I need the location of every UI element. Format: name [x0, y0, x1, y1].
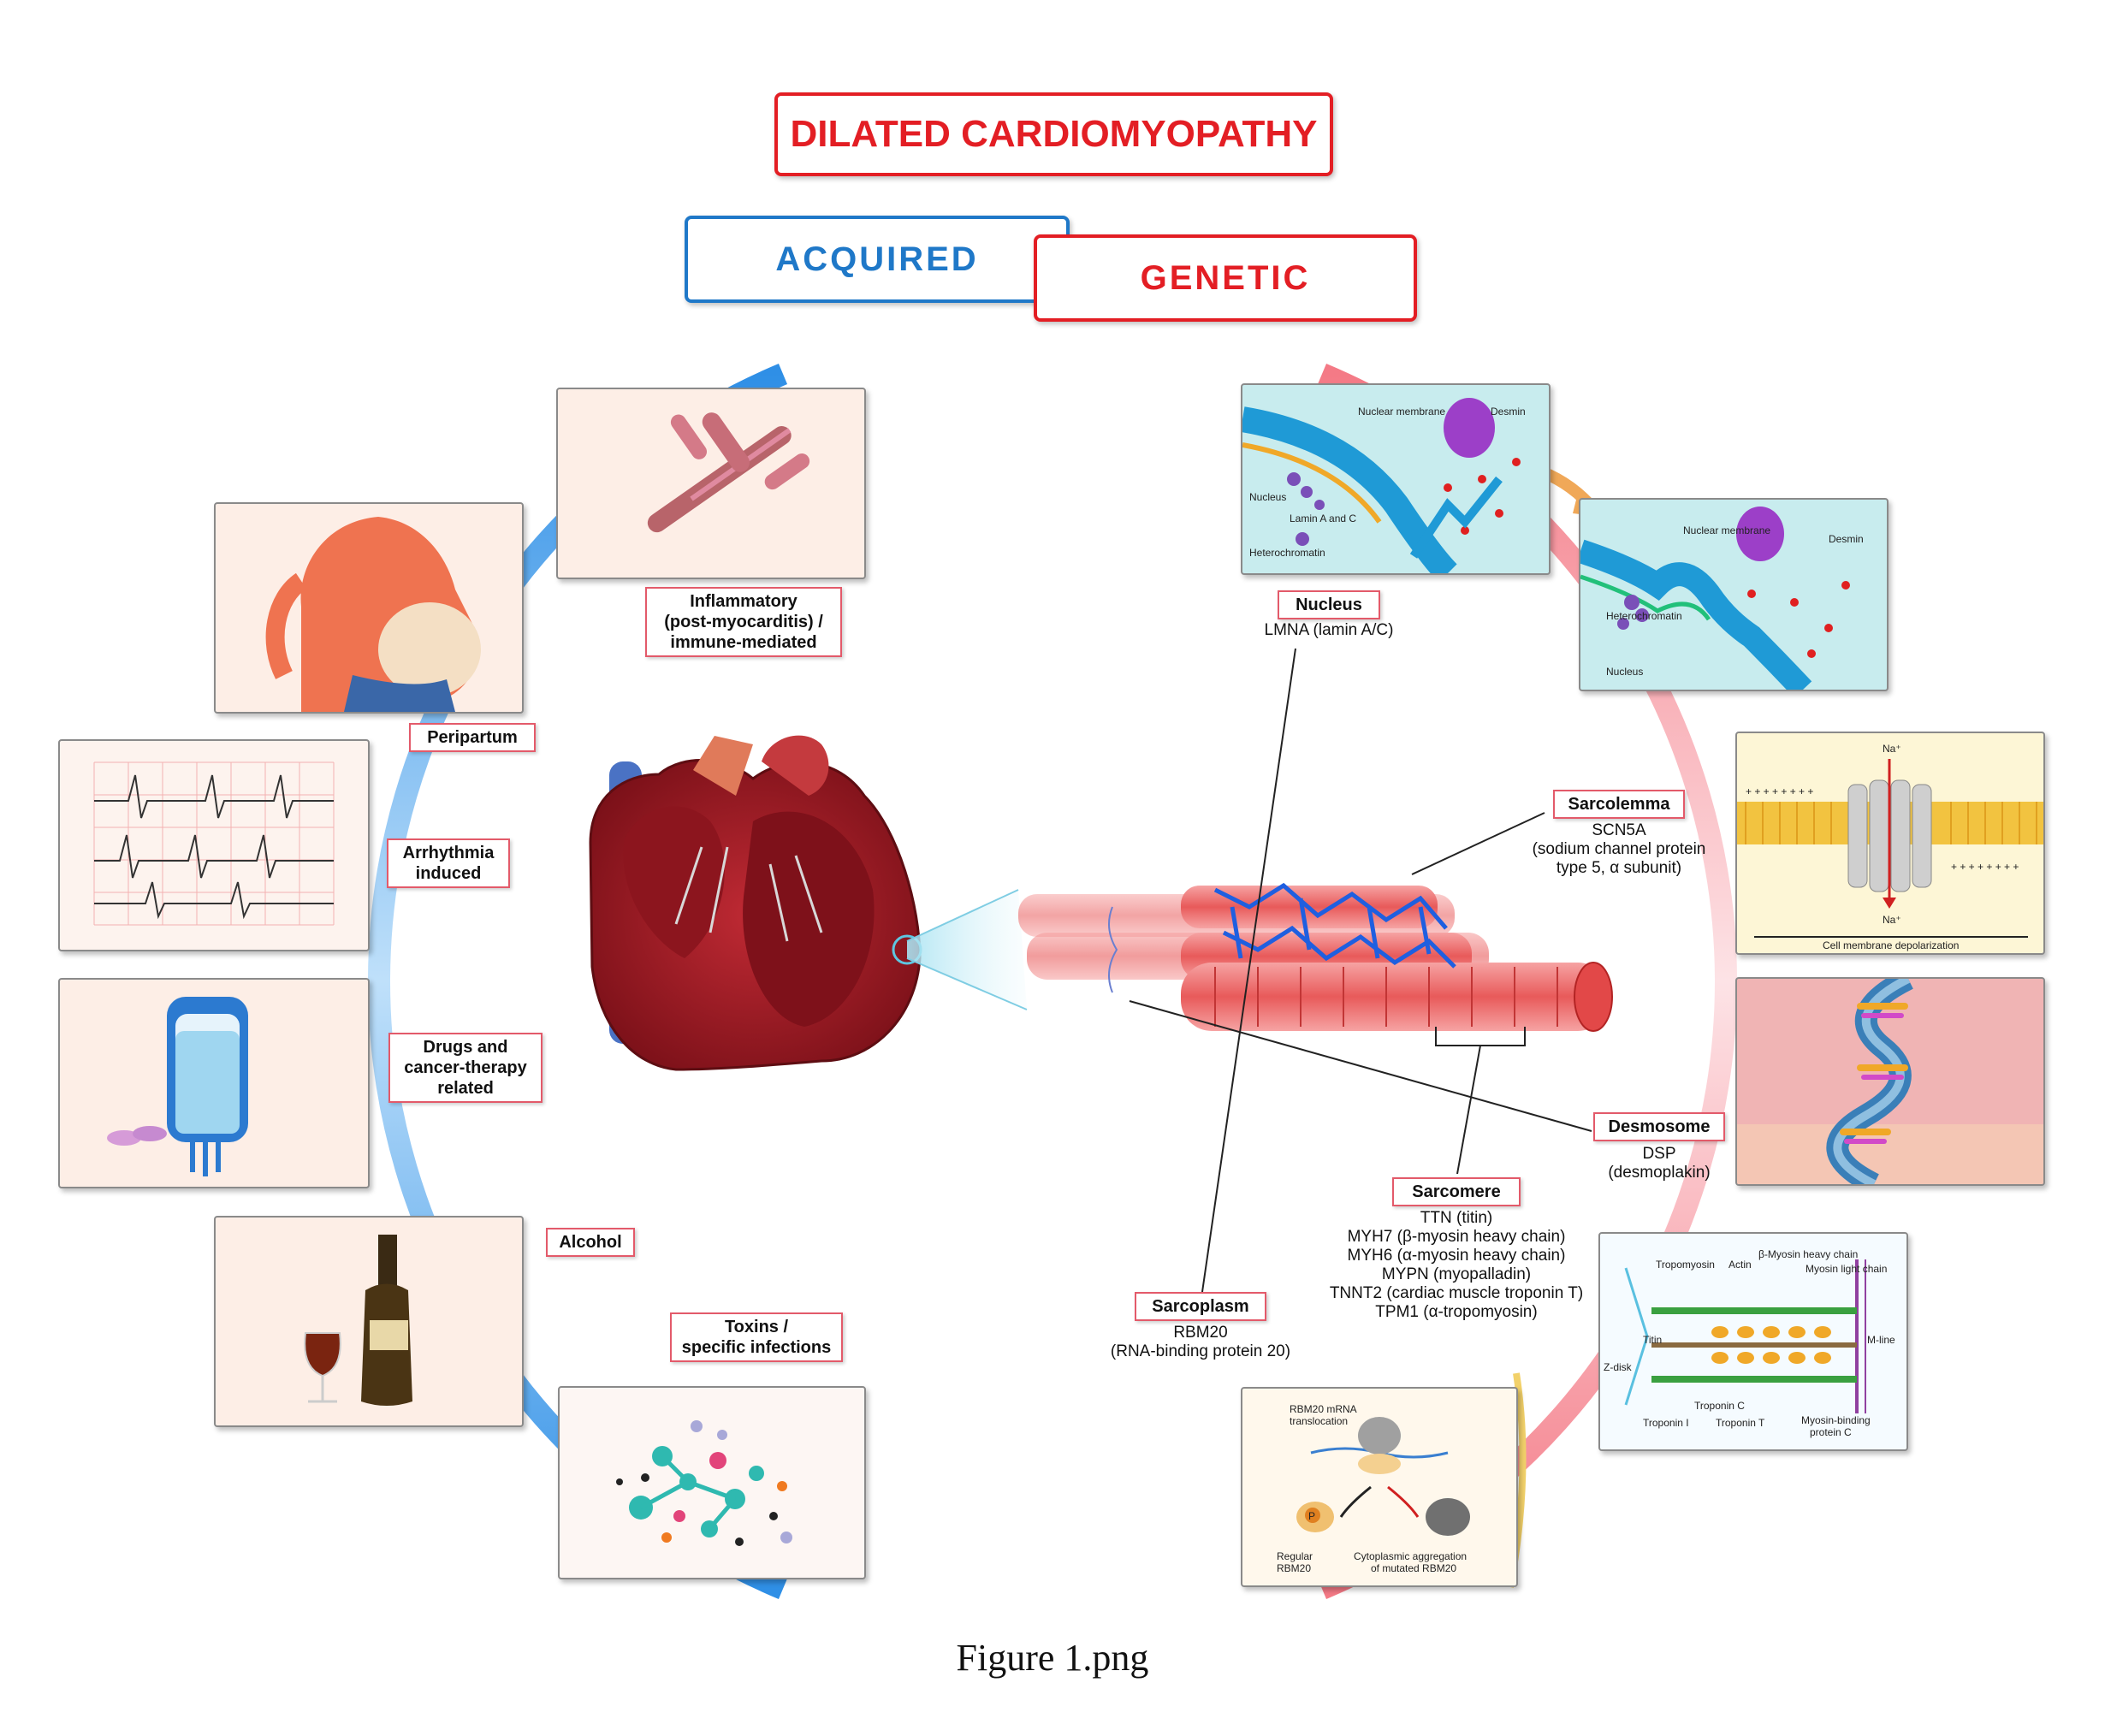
- svg-text:Desmin: Desmin: [1829, 533, 1864, 545]
- svg-text:RBM20: RBM20: [1277, 1562, 1311, 1574]
- drugs-panel: [58, 978, 370, 1188]
- arrhythmia-panel: [58, 739, 370, 951]
- svg-text:translocation: translocation: [1290, 1415, 1348, 1427]
- nucleus-panel-b: Nuclear membrane Desmin Heterochromatin …: [1579, 498, 1889, 691]
- svg-text:Desmin: Desmin: [1491, 406, 1526, 418]
- tag-sarcolemma: Sarcolemma: [1553, 790, 1685, 819]
- tag-alcohol: Alcohol: [546, 1228, 635, 1257]
- ecg-icon: [93, 761, 335, 926]
- tag-sarcoplasm: Sarcoplasm: [1135, 1292, 1266, 1321]
- acquired-label: ACQUIRED: [775, 240, 979, 278]
- rbm20-aggregation-icon: P RBM20 mRNA translocation Regular RBM20…: [1277, 1403, 1470, 1574]
- genes-sarcoplasm: RBM20 (RNA-binding protein 20): [1110, 1324, 1291, 1360]
- peripartum-panel: [214, 502, 524, 714]
- antibody-icon: [647, 412, 810, 533]
- svg-text:Heterochromatin: Heterochromatin: [1249, 547, 1325, 559]
- molecules-icon: [616, 1420, 792, 1546]
- sarcomere-structure-icon: Tropomyosin Actin β-Myosin heavy chain M…: [1604, 1248, 1895, 1438]
- svg-text:Nucleus: Nucleus: [1249, 491, 1286, 503]
- pregnant-woman-icon: [265, 517, 481, 712]
- svg-text:Actin: Actin: [1728, 1259, 1752, 1271]
- tag-drugs: Drugs and cancer-therapy related: [388, 1033, 543, 1103]
- svg-text:Lamin A and C: Lamin A and C: [1290, 513, 1356, 524]
- sodium-channel-icon: Na⁺ Na⁺ + + + + + + + + + + + + + + + + …: [1737, 743, 2043, 951]
- iv-bag-icon: [107, 997, 248, 1176]
- tag-peripartum: Peripartum: [409, 723, 536, 752]
- genetic-label: GENETIC: [1140, 258, 1311, 297]
- genetic-box: GENETIC: [1034, 234, 1417, 322]
- tag-toxins: Toxins / specific infections: [670, 1312, 843, 1362]
- svg-text:of mutated RBM20: of mutated RBM20: [1371, 1562, 1456, 1574]
- nucleus-panel-a: Nuclear membrane Desmin Nucleus Lamin A …: [1241, 383, 1551, 575]
- svg-text:Troponin I: Troponin I: [1643, 1417, 1689, 1429]
- tag-sarcomere: Sarcomere: [1392, 1177, 1521, 1206]
- svg-text:+ + + + + + + +: + + + + + + + +: [1746, 785, 1813, 797]
- genes-desmosome: DSP (desmoplakin): [1608, 1145, 1711, 1182]
- svg-text:Tropomyosin: Tropomyosin: [1656, 1259, 1715, 1271]
- svg-text:Na⁺: Na⁺: [1883, 914, 1901, 926]
- svg-text:P: P: [1308, 1510, 1315, 1522]
- svg-text:Cytoplasmic aggregation: Cytoplasmic aggregation: [1354, 1550, 1467, 1562]
- genes-sarcomere: TTN (titin) MYH7 (β-myosin heavy chain) …: [1329, 1209, 1584, 1321]
- sarcomere-panel: Tropomyosin Actin β-Myosin heavy chain M…: [1598, 1232, 1908, 1451]
- page-title: DILATED CARDIOMYOPATHY: [790, 113, 1318, 155]
- title-box: DILATED CARDIOMYOPATHY: [774, 92, 1333, 176]
- toxins-panel: [558, 1386, 866, 1579]
- inflammatory-panel: [556, 388, 866, 579]
- figure-caption: Figure 1.png: [956, 1637, 1149, 1679]
- svg-text:+ + + + + + + +: + + + + + + + +: [1951, 861, 2019, 873]
- genes-sarcolemma: SCN5A (sodium channel protein type 5, α …: [1532, 821, 1706, 877]
- svg-text:Cell membrane depolarization: Cell membrane depolarization: [1823, 939, 1959, 951]
- svg-text:Titin: Titin: [1643, 1334, 1662, 1346]
- genes-nucleus: LMNA (lamin A/C): [1264, 621, 1394, 639]
- svg-text:Troponin T: Troponin T: [1716, 1417, 1765, 1429]
- heart-illustration: [589, 735, 922, 1071]
- tag-inflammatory: Inflammatory (post-myocarditis) / immune…: [645, 587, 842, 657]
- svg-text:Z-disk: Z-disk: [1604, 1361, 1633, 1373]
- svg-text:Na⁺: Na⁺: [1883, 743, 1901, 755]
- desmosome-icon: [1737, 979, 2043, 1184]
- alcohol-bottle-icon: [304, 1235, 412, 1406]
- svg-text:Heterochromatin: Heterochromatin: [1606, 610, 1682, 622]
- svg-text:protein C: protein C: [1810, 1426, 1852, 1438]
- sodium-channel-panel: Na⁺ Na⁺ + + + + + + + + + + + + + + + + …: [1735, 732, 2045, 955]
- tag-nucleus: Nucleus: [1278, 590, 1380, 619]
- connector-lines: [1129, 648, 1592, 1293]
- muscle-fibers: [1018, 882, 1613, 1032]
- svg-text:Troponin C: Troponin C: [1694, 1400, 1745, 1412]
- tag-desmosome: Desmosome: [1593, 1112, 1725, 1141]
- svg-text:RBM20 mRNA: RBM20 mRNA: [1290, 1403, 1357, 1415]
- nuclear-membrane-icon: Nuclear membrane Desmin Nucleus Lamin A …: [1242, 398, 1526, 573]
- svg-text:Myosin-binding: Myosin-binding: [1801, 1414, 1871, 1426]
- svg-text:Nucleus: Nucleus: [1606, 666, 1643, 678]
- rbm20-panel: P RBM20 mRNA translocation Regular RBM20…: [1241, 1387, 1518, 1587]
- svg-text:β-Myosin heavy chain: β-Myosin heavy chain: [1758, 1248, 1858, 1260]
- tag-arrhythmia: Arrhythmia induced: [387, 838, 510, 888]
- svg-text:Nuclear membrane: Nuclear membrane: [1683, 524, 1770, 536]
- desmosome-panel: [1735, 977, 2045, 1186]
- nuclear-membrane-mutant-icon: Nuclear membrane Desmin Heterochromatin …: [1580, 507, 1864, 690]
- svg-text:Myosin light chain: Myosin light chain: [1806, 1263, 1887, 1275]
- alcohol-panel: [214, 1216, 524, 1427]
- svg-text:M-line: M-line: [1867, 1334, 1895, 1346]
- svg-text:Regular: Regular: [1277, 1550, 1313, 1562]
- magnification-cone: [907, 890, 1027, 1010]
- acquired-box: ACQUIRED: [685, 216, 1070, 303]
- svg-text:Nuclear membrane: Nuclear membrane: [1358, 406, 1445, 418]
